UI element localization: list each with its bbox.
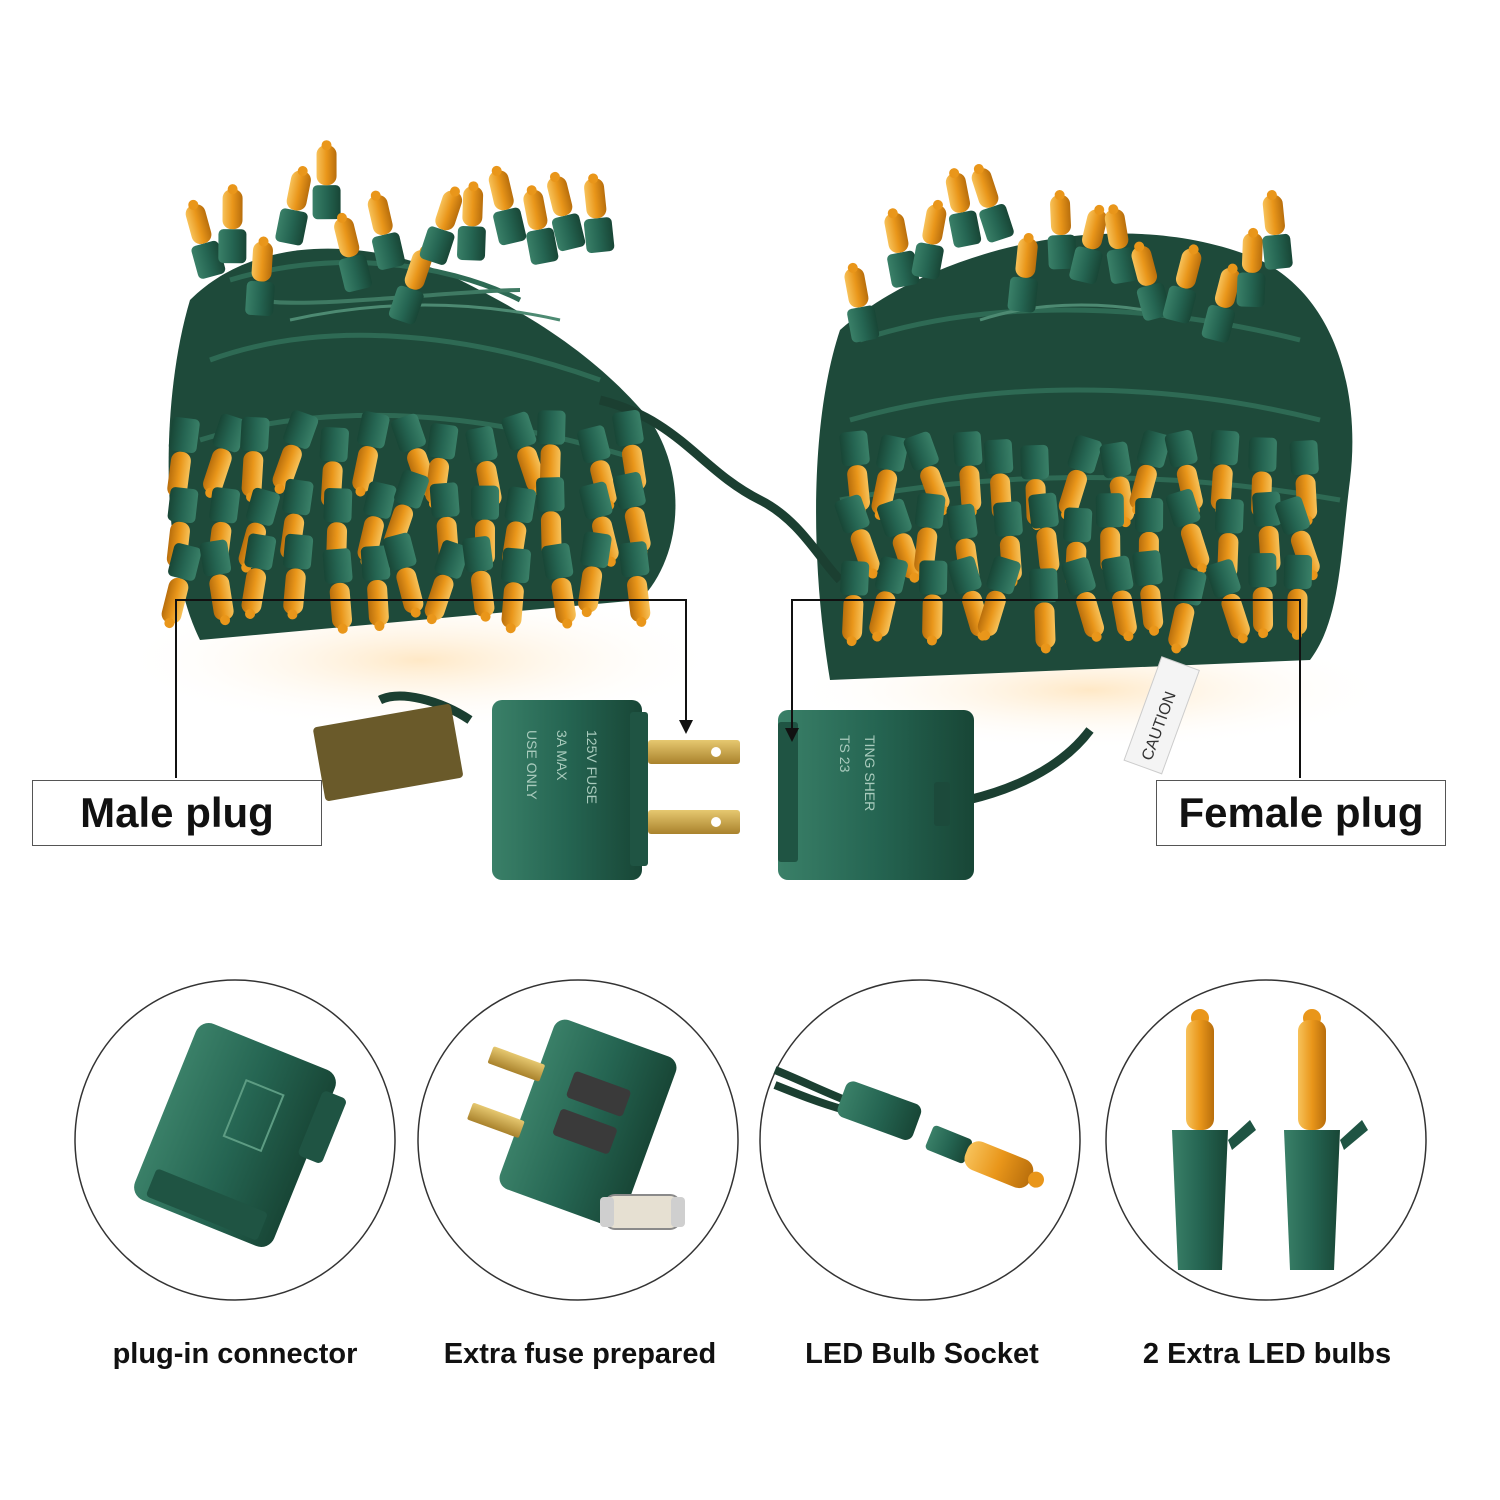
extra-bulb-1 [1172,1009,1256,1270]
led-bulb [245,236,275,316]
caution-tag: CAUTION [1123,656,1200,775]
led-bulb [918,560,948,646]
led-bulb [1206,559,1250,644]
led-bulb [1061,557,1105,642]
male-amps-text: 3A MAX [554,730,570,781]
led-bulb [462,536,495,622]
led-bulb [388,246,432,325]
led-bulb [877,498,922,583]
led-bulb [185,199,226,279]
left-bulbs [161,140,651,634]
extra-bulb-2 [1284,1009,1368,1270]
caption-led-bulb-socket: LED Bulb Socket [805,1338,1039,1370]
led-bulb [884,208,920,288]
caption-extra-fuse: Extra fuse prepared [443,1338,717,1370]
led-bulb [240,416,270,503]
led-bulb [1168,568,1207,654]
led-bulb [945,168,982,248]
led-bulb [334,212,373,293]
led-bulb [1262,190,1293,270]
led-bulb [1007,232,1038,313]
connecting-wire [598,395,844,584]
male-prong-bottom [648,810,740,834]
detail-circle-connector [74,979,396,1301]
led-bulb [869,556,908,642]
female-leader-line [785,599,1301,778]
led-bulb [1131,241,1171,321]
led-bulb [840,560,870,647]
led-bulb [501,547,531,634]
led-bulb [1236,227,1266,308]
male-plug: 125V FUSE 3A MAX USE ONLY [313,691,740,880]
led-bulb [283,533,314,620]
led-bulb [547,171,586,252]
right-bulbs [834,163,1320,654]
led-bulb [583,173,615,254]
led-bulb [275,165,311,246]
led-bulb [911,199,947,280]
led-bulb [203,413,248,498]
detail-circle-socket [759,979,1081,1301]
led-bulb [488,165,527,246]
led-bulb [1058,435,1102,520]
led-bulb [1029,568,1059,654]
led-bulb [977,556,1021,641]
led-bulb [218,184,247,264]
led-bulb [457,181,486,261]
led-bulb [844,262,880,343]
led-bulb [419,186,463,265]
led-bulb [167,416,200,503]
led-bulb [1165,488,1210,574]
led-bulb [1047,190,1077,270]
led-bulb [367,190,405,270]
spare-fuse [604,1194,681,1230]
caption-plug-in-connector: plug-in connector [112,1338,358,1370]
led-bulb [971,163,1014,243]
male-prong-top [648,740,740,764]
led-bulb [199,539,234,626]
socket-bulb [964,1141,1034,1189]
led-bulb [352,411,390,497]
led-bulb [161,543,202,629]
led-bulb [1101,555,1137,642]
led-bulb [322,548,353,634]
female-plug: TING SHER TS 23 CAUTION [778,656,1200,880]
led-bulb [1248,553,1277,639]
detail-circle-bulbs [1105,979,1427,1301]
led-bulb [360,545,391,631]
led-bulb [1275,496,1320,581]
led-bulb [272,410,319,494]
detail-circle-fuse [417,979,739,1301]
caption-extra-led-bulbs: 2 Extra LED bulbs [1142,1338,1392,1370]
female-plug-label: Female plug [1156,780,1446,846]
male-tag [313,704,463,801]
led-bulb [523,185,559,265]
male-fuse-text: 125V FUSE [584,730,600,804]
led-bulb [383,532,424,618]
led-bulb [1162,244,1202,324]
led-bulb [834,494,880,579]
female-model-text: TS 23 [837,735,853,773]
female-brand-text: TING SHER [862,735,878,811]
male-plug-label: Male plug [32,780,322,846]
led-bulb [241,533,277,619]
led-bulb [424,540,470,625]
male-use-text: USE ONLY [524,730,540,800]
led-bulb [1069,204,1108,285]
led-bulb [1132,550,1164,636]
male-leader-line [175,599,693,778]
led-bulb [1201,263,1241,343]
led-bulb [312,140,341,220]
led-bulb [1104,204,1139,284]
